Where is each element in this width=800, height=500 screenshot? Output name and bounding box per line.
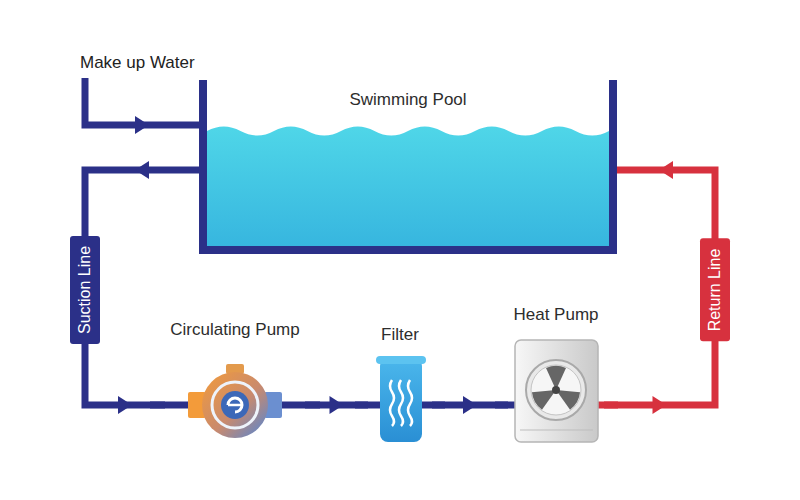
pipe-group: [85, 161, 199, 414]
filter-icon: [376, 356, 426, 442]
arrow-head: [135, 161, 149, 179]
pool-water: [207, 127, 609, 247]
node-label: Swimming Pool: [199, 89, 617, 111]
pipe-group: [604, 161, 715, 414]
pump-icon: [188, 364, 282, 438]
inlet-label: Make up Water: [80, 52, 195, 74]
pump-label-box: Circulating Pump: [165, 319, 305, 491]
pipe-label: Suction Line: [70, 236, 100, 344]
arrow-head: [118, 396, 132, 414]
makeup-pipe: [85, 78, 199, 125]
heat-pump-icon: [515, 340, 598, 442]
node-label: Filter: [368, 324, 432, 346]
arrow-head: [463, 396, 477, 414]
pipe-label: Return Line: [700, 239, 730, 342]
node-label: Heat Pump: [508, 304, 604, 326]
arrow-head: [653, 396, 667, 414]
pipe-group: [305, 396, 368, 414]
pool-tank: Swimming Pool: [199, 78, 617, 254]
pipe: [604, 170, 715, 405]
arrow-head: [330, 396, 344, 414]
pipe-group: [432, 396, 508, 414]
arrow-head: [135, 116, 149, 134]
arrow-head: [659, 161, 673, 179]
filter-label-box: Filter: [368, 324, 432, 486]
pipe: [85, 170, 199, 405]
node-label: Circulating Pump: [165, 319, 305, 341]
heat-pump-label-box: Heat Pump: [508, 304, 604, 500]
